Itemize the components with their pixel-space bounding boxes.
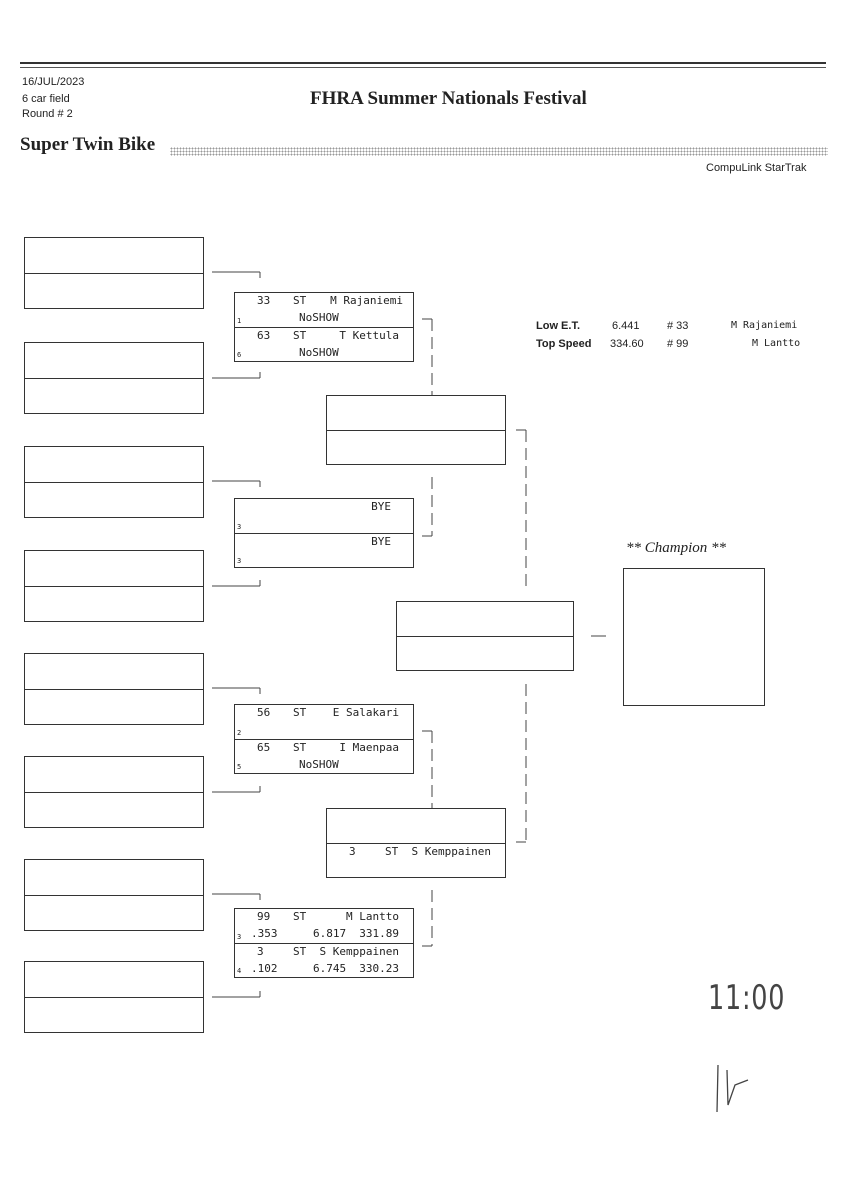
round1-box (24, 550, 204, 622)
round1-box (24, 237, 204, 309)
field-size: 6 car field (22, 93, 70, 105)
semifinal-box: 3 ST S Kemppainen (326, 808, 506, 878)
seed: 3 (237, 933, 242, 941)
elapsed-time: 6.745 (313, 962, 347, 975)
lane-number: 33 (257, 294, 271, 307)
handwritten-time: 11:00 (708, 978, 786, 1018)
class-name: Super Twin Bike (20, 134, 156, 155)
class-code: ST (293, 945, 307, 958)
elapsed-time: 6.817 (313, 927, 347, 940)
dotted-fill (170, 147, 828, 156)
racer-name: M Lantto (346, 910, 399, 923)
low-et-name: M Rajaniemi (731, 320, 798, 331)
reaction-time: .102 (251, 962, 278, 975)
semifinal-box (326, 395, 506, 465)
speed: 331.89 (359, 927, 399, 940)
matchup-box: BYE 3 BYE 3 (234, 498, 414, 568)
top-rule-thin (20, 67, 826, 68)
low-et-value: 6.441 (612, 320, 640, 332)
speed: 330.23 (359, 962, 399, 975)
racer-name: S Kemppainen (411, 845, 491, 858)
racer-name: BYE (371, 500, 391, 513)
round-number: Round # 2 (22, 108, 73, 120)
result-note: NoSHOW (299, 346, 339, 359)
low-et-label: Low E.T. (536, 320, 580, 332)
lane-number: 65 (257, 741, 271, 754)
result-note: NoSHOW (299, 311, 339, 324)
lane-number: 3 (257, 945, 264, 958)
seed: 3 (237, 523, 242, 531)
racer-name: BYE (371, 535, 391, 548)
final-box (396, 601, 574, 671)
top-speed-label: Top Speed (536, 338, 592, 350)
low-et-number: # 33 (667, 320, 689, 332)
lane-number: 56 (257, 706, 271, 719)
seed: 3 (237, 557, 242, 565)
lane-number: 63 (257, 329, 271, 342)
round1-box (24, 653, 204, 725)
top-rule (20, 62, 826, 64)
top-speed-value: 334.60 (610, 338, 644, 350)
round1-box (24, 756, 204, 828)
seed: 1 (237, 317, 242, 325)
round1-box (24, 859, 204, 931)
round1-box (24, 446, 204, 518)
event-date: 16/JUL/2023 (22, 76, 85, 88)
class-code: ST (293, 329, 307, 342)
result-note: NoSHOW (299, 758, 339, 771)
seed: 6 (237, 351, 242, 359)
round1-box (24, 961, 204, 1033)
racer-name: T Kettula (339, 329, 399, 342)
reaction-time: .353 (251, 927, 278, 940)
racer-name: M Rajaniemi (330, 294, 403, 307)
class-code: ST (293, 741, 307, 754)
champion-label: ** Champion ** (626, 540, 727, 556)
class-code: ST (385, 845, 399, 858)
round1-box (24, 342, 204, 414)
class-code: ST (293, 910, 307, 923)
champion-box (623, 568, 765, 706)
brand: CompuLink StarTrak (706, 162, 807, 174)
racer-name: I Maenpaa (339, 741, 399, 754)
event-title: FHRA Summer Nationals Festival (310, 88, 587, 109)
top-speed-number: # 99 (667, 338, 689, 350)
top-speed-name: M Lantto (752, 338, 801, 349)
seed: 5 (237, 763, 242, 771)
seed: 4 (237, 967, 242, 975)
lane-number: 3 (349, 845, 356, 858)
racer-name: S Kemppainen (319, 945, 399, 958)
class-code: ST (293, 706, 307, 719)
racer-name: E Salakari (332, 706, 399, 719)
lane-number: 99 (257, 910, 271, 923)
class-code: ST (293, 294, 307, 307)
seed: 2 (237, 729, 242, 737)
